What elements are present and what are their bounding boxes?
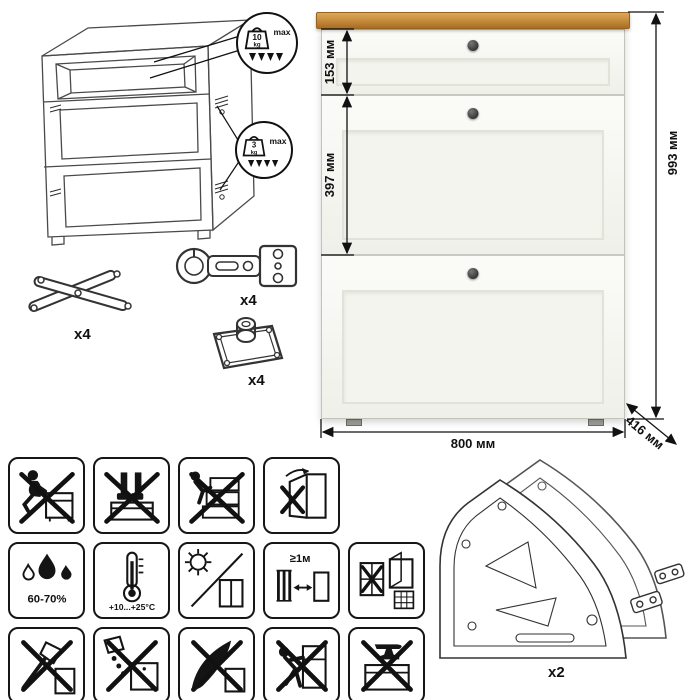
flap2-panel <box>342 290 604 404</box>
mechanism-drawing <box>439 459 685 659</box>
prohibition-x-icon <box>20 639 73 692</box>
flap-door-2 <box>322 256 624 418</box>
prohibition-x-icon <box>188 471 245 524</box>
drawer-panel <box>336 58 610 86</box>
drawer-weight-value: 10 <box>253 32 263 42</box>
drop-icon <box>21 562 35 580</box>
mechanism-bracket-icon <box>630 563 685 614</box>
hinge-count-label: x4 <box>240 292 257 309</box>
flap2-knob <box>467 268 479 279</box>
prohibition-x-icon <box>190 639 243 692</box>
adjustable-foot-icon <box>212 317 284 370</box>
picto-no-leaning-on-door <box>263 457 340 534</box>
stay-count-label: x4 <box>74 326 91 343</box>
sun-icon <box>189 553 207 571</box>
drawer-weight-callout: 10 kg max <box>236 12 298 74</box>
drop-icon <box>60 564 72 580</box>
flap-weight-callout: 3 kg max <box>235 121 293 179</box>
prohibition-x-icon <box>105 639 158 692</box>
picto-no-heavy-objects <box>348 627 425 700</box>
picto-no-standing <box>93 457 170 534</box>
picto-no-abrasives <box>178 627 255 700</box>
prohibition-x-icon <box>103 471 160 524</box>
picto-no-liquids <box>93 627 170 700</box>
flap-door-1 <box>322 96 624 256</box>
picto-avoid-sunlight <box>178 542 255 619</box>
wood-top <box>316 12 630 29</box>
flap-weight-max-label: max <box>269 135 287 146</box>
prohibition-x-icon <box>360 564 383 593</box>
prohibition-x-icon <box>275 639 328 692</box>
prohibition-x-icon <box>279 484 305 514</box>
weight-icon: 10 kg <box>245 27 270 50</box>
weight-icon: 3 kg <box>243 135 266 156</box>
prohibition-x-icon <box>18 471 75 524</box>
picto-no-open-window <box>348 542 425 619</box>
heat-distance-label: ≥1м <box>289 553 310 565</box>
foot-count-label: x4 <box>248 372 265 389</box>
drawer-weight-unit: kg <box>254 42 261 48</box>
prohibition-x-icon <box>360 639 413 692</box>
picto-no-sharp-tools <box>8 627 85 700</box>
cabinet-body <box>321 29 625 419</box>
hinge-icon <box>175 244 298 288</box>
picto-humidity-range: 60-70% <box>8 542 85 619</box>
drawer-knob <box>467 40 479 51</box>
down-arrows-icon <box>248 159 279 167</box>
flap1-panel <box>342 130 604 240</box>
drop-icon <box>38 553 55 579</box>
wireframe-cabinet-drawing <box>41 18 255 246</box>
flap1-knob <box>467 108 479 119</box>
radiator-icon <box>276 570 291 601</box>
flap-weight-unit: kg <box>251 149 258 155</box>
callout-leader-lines <box>149 35 241 191</box>
picto-heat-distance: ≥1м <box>263 542 340 619</box>
mechanism-count-label: x2 <box>548 664 565 681</box>
lid-stay-icon <box>28 269 132 312</box>
drawer-front <box>322 30 624 96</box>
dim-depth-label: 416 мм <box>623 413 667 453</box>
cup-icon <box>102 635 125 654</box>
picto-no-climbing <box>178 457 255 534</box>
dim-total-height-label: 993 мм <box>665 131 680 176</box>
down-arrows-icon <box>249 53 283 61</box>
temperature-label: +10...+25°С <box>108 602 155 612</box>
drawer-weight-max-label: max <box>273 27 291 37</box>
feather-icon <box>191 640 231 690</box>
cabinet-leg-right <box>588 419 604 426</box>
flap-weight-value: 3 <box>252 140 257 149</box>
humidity-label: 60-70% <box>27 593 66 605</box>
picto-temperature-range: +10...+25°С <box>93 542 170 619</box>
picto-no-moving-loaded <box>263 627 340 700</box>
picto-no-sitting <box>8 457 85 534</box>
cabinet-leg-left <box>346 419 362 426</box>
